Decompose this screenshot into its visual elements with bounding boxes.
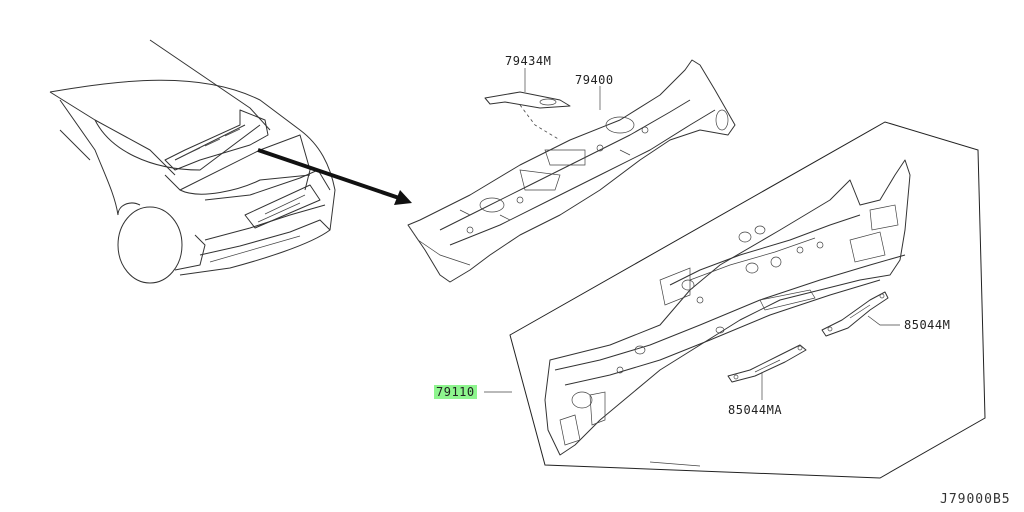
bracket-79434m <box>484 68 571 141</box>
part-label-85044ma[interactable]: 85044MA <box>728 403 783 417</box>
bracket-85044m <box>821 291 900 337</box>
part-label-79400[interactable]: 79400 <box>575 73 614 87</box>
assembly-frame <box>509 121 986 479</box>
bracket-85044ma <box>727 344 807 400</box>
direction-arrow <box>257 148 412 205</box>
diagram-code: J79000B5 <box>940 492 1011 507</box>
rear-panel-79110 <box>544 159 911 467</box>
part-label-79434m[interactable]: 79434M <box>505 54 552 68</box>
part-label-85044m[interactable]: 85044M <box>904 318 951 332</box>
car-illustration <box>49 39 336 284</box>
part-label-79110[interactable]: 79110 <box>434 385 477 399</box>
upper-panel-79400 <box>407 59 736 283</box>
